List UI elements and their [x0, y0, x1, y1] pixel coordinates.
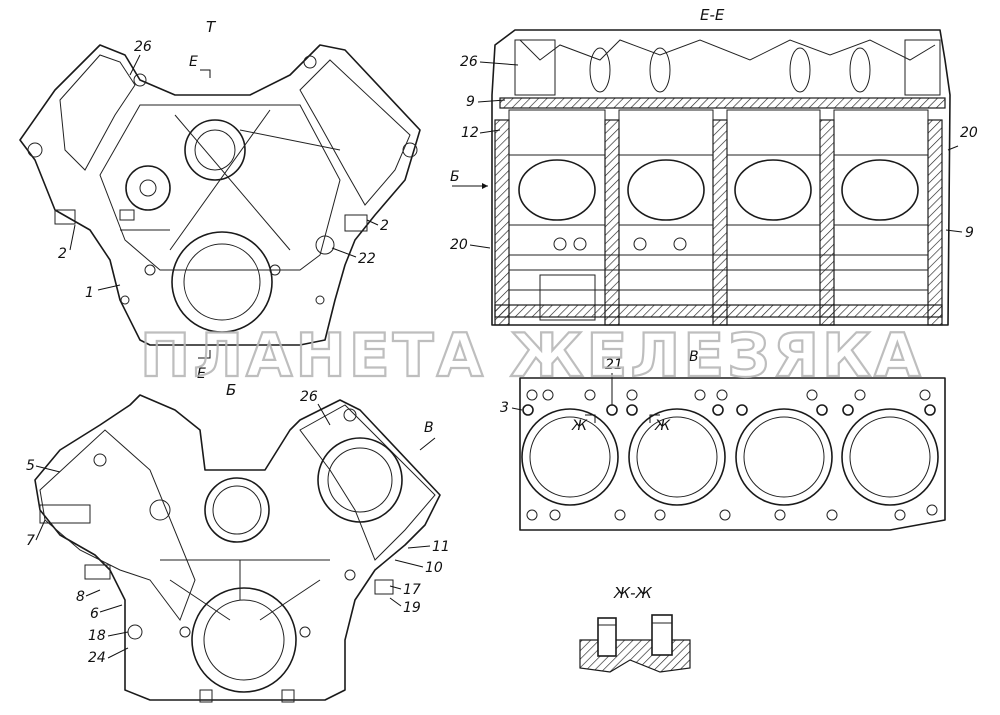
callout-20-right: 20 — [960, 125, 978, 141]
section-mark-e-bottom: Е — [197, 366, 206, 382]
section-ee-view — [491, 29, 951, 326]
callout-19: 19 — [403, 600, 421, 616]
callout-2-left: 2 — [58, 246, 67, 262]
callout-22: 22 — [358, 251, 376, 267]
callout-2-right: 2 — [380, 218, 389, 234]
callout-3: 3 — [500, 400, 509, 416]
callout-10: 10 — [425, 560, 443, 576]
view-title-t: Т — [206, 18, 217, 36]
callout-11: 11 — [432, 539, 450, 555]
section-zz-view — [579, 614, 691, 673]
callout-5: 5 — [26, 458, 35, 474]
callout-21: 21 — [605, 357, 623, 373]
callout-9-top: 9 — [466, 94, 475, 110]
callout-17: 17 — [403, 582, 421, 598]
callout-1: 1 — [85, 285, 94, 301]
callout-26-rear: 26 — [300, 389, 318, 405]
section-mark-e-top: Е — [189, 54, 198, 70]
head-gasket-view — [519, 377, 946, 531]
section-title-ee: Е-Е — [700, 6, 725, 24]
callout-18: 18 — [88, 628, 106, 644]
callout-24: 24 — [88, 650, 106, 666]
callout-9-right: 9 — [965, 225, 974, 241]
watermark: ПЛАНЕТА ЖЕЛЕЗЯКА — [140, 321, 924, 391]
callout-6: 6 — [90, 606, 99, 622]
callout-26-front: 26 — [134, 39, 152, 55]
rear-view-b — [34, 394, 441, 703]
callout-8: 8 — [76, 589, 85, 605]
section-arrow-b: Б — [450, 169, 460, 185]
section-title-zz: Ж-Ж — [613, 584, 653, 602]
front-view-t — [19, 44, 421, 346]
callout-26-section: 26 — [460, 54, 478, 70]
view-mark-v: В — [424, 420, 434, 436]
section-mark-zh-left: Ж — [571, 418, 588, 434]
view-mark-v-gasket: В — [689, 349, 699, 365]
view-title-b: Б — [226, 381, 236, 399]
callout-12: 12 — [461, 125, 479, 141]
callout-7: 7 — [26, 533, 35, 549]
section-mark-zh-right: Ж — [654, 418, 671, 434]
callout-20-left: 20 — [450, 237, 468, 253]
